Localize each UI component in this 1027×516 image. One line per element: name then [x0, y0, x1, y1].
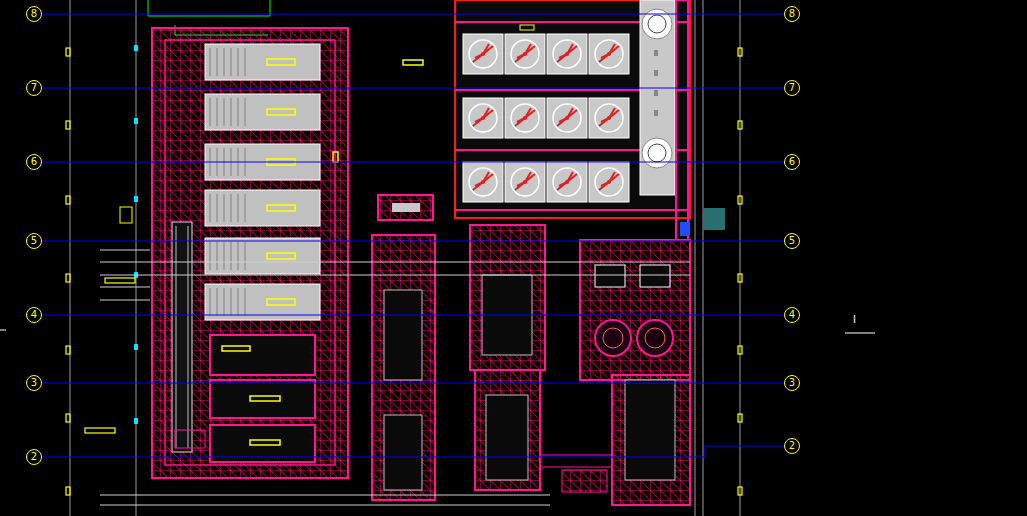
- grid-line: [42, 446, 784, 457]
- section-mark: I: [852, 315, 857, 325]
- grid-line: [42, 383, 784, 384]
- grid-line: [42, 241, 784, 242]
- grid-axis-number: 4: [31, 310, 37, 320]
- grid-axis-number: 2: [789, 441, 795, 451]
- grid-line: [42, 162, 784, 163]
- grid-axis-number: 7: [789, 83, 795, 93]
- grid-axis-number: 6: [789, 157, 795, 167]
- grid-axis-bubble: 3: [784, 375, 800, 391]
- grid-axis-bubble: 4: [26, 307, 42, 323]
- grid-line: [42, 88, 784, 89]
- grid-axis-bubble: 6: [784, 154, 800, 170]
- grid-axis-bubble: 5: [26, 233, 42, 249]
- grid-axis-number: 8: [789, 9, 795, 19]
- grid-axis-number: 4: [789, 310, 795, 320]
- grid-axis-number: 3: [31, 378, 37, 388]
- grid-axis-number: 3: [789, 378, 795, 388]
- grid-axis-bubble: 7: [26, 80, 42, 96]
- grid-line: [42, 14, 784, 15]
- grid-axis-number: 7: [31, 83, 37, 93]
- grid-axis-bubble: 4: [784, 307, 800, 323]
- grid-axis-bubble: 6: [26, 154, 42, 170]
- grid-axis-number: 5: [789, 236, 795, 246]
- grid-axis-bubble: 3: [26, 375, 42, 391]
- grid-axis-bubble: 5: [784, 233, 800, 249]
- grid-axis-number: 6: [31, 157, 37, 167]
- grid-axis-number: 5: [31, 236, 37, 246]
- grid-axis-bubble: 8: [784, 6, 800, 22]
- grid-axis-bubble: 2: [26, 449, 42, 465]
- grid-axis-bubble: 2: [784, 438, 800, 454]
- grid-axis-bubble: 8: [26, 6, 42, 22]
- grid-line: [42, 315, 784, 316]
- grid-axis-number: 2: [31, 452, 37, 462]
- grid-axis-number: 8: [31, 9, 37, 19]
- grid-axis-bubble: 7: [784, 80, 800, 96]
